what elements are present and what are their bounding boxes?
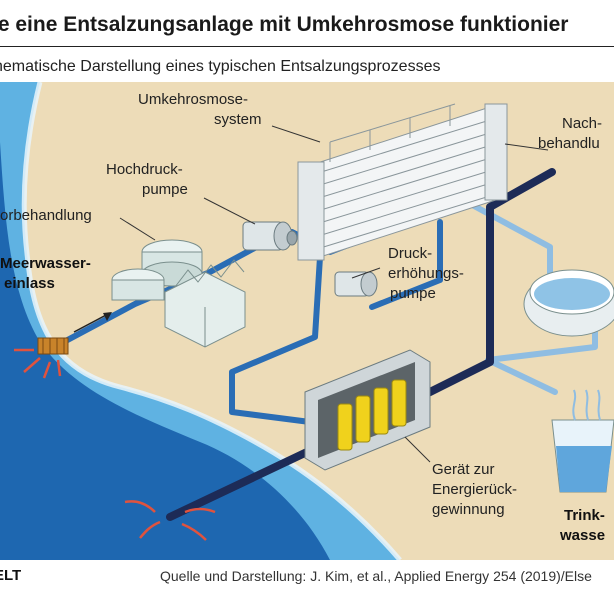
label-intake: Meerwasser-	[0, 255, 91, 272]
title-divider	[0, 46, 614, 47]
label-post-treatment-2: behandlu	[538, 135, 600, 152]
energy-recovery-device	[304, 349, 431, 471]
label-erd-2: Energierück-	[432, 481, 517, 498]
sea-deep-area	[0, 142, 330, 560]
label-booster: Druck-	[388, 245, 432, 262]
booster-pipe	[369, 219, 443, 310]
desalination-illustration: Umkehrosmose- system Hochdruck- pumpe or…	[0, 82, 614, 560]
label-hp-pump-2: pumpe	[142, 181, 188, 198]
label-erd-3: gewinnung	[432, 501, 505, 518]
label-drink-2: wasse	[559, 527, 605, 544]
inflow-arrowhead	[103, 312, 112, 321]
label-booster-3: pumpe	[390, 285, 436, 302]
ro-system	[297, 103, 508, 261]
leader-lines	[119, 125, 549, 463]
label-post-treatment: Nach-	[562, 115, 602, 132]
label-hp-pump: Hochdruck-	[106, 161, 183, 178]
label-intake-2: einlass	[4, 275, 55, 292]
label-booster-2: erhöhungs-	[388, 265, 464, 282]
intake-structure	[37, 337, 69, 355]
water-glass	[551, 389, 614, 493]
label-ro-system: Umkehrosmose-	[138, 91, 248, 108]
booster-pump	[334, 271, 378, 297]
outfall-arrows	[124, 500, 216, 541]
page-subtitle: hematische Darstellung eines typischen E…	[0, 58, 441, 75]
source-credit: Quelle und Darstellung: J. Kim, et al., …	[160, 568, 592, 584]
wave-foam	[21, 82, 402, 560]
hp-pump	[242, 221, 298, 251]
inflow-arrow	[73, 313, 109, 333]
intake-arrows	[14, 348, 62, 379]
label-pretreatment: orbehandlung	[0, 207, 92, 224]
label-ro-system-2: system	[214, 111, 262, 128]
outfall-pipe	[166, 168, 556, 521]
label-drink: Trink-	[564, 507, 605, 524]
brine-pipe	[229, 254, 323, 425]
post-treatment-tank	[523, 269, 614, 337]
label-erd: Gerät zur	[432, 461, 495, 478]
page-title: ie eine Entsalzungsanlage mit Umkehrosmo…	[0, 13, 569, 36]
publisher-logo: ELT	[0, 567, 22, 584]
pretreatment-unit	[111, 239, 246, 348]
